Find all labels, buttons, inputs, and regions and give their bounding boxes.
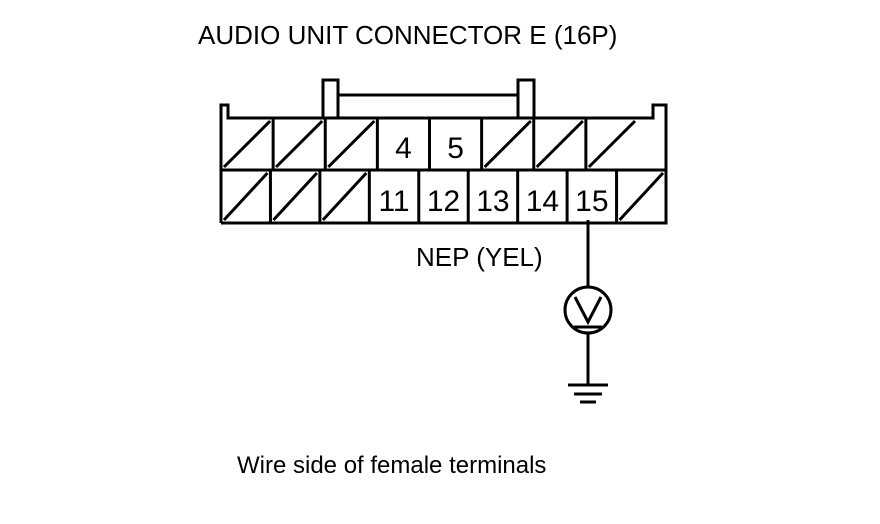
connector-housing bbox=[219, 78, 668, 225]
terminal-number: 11 bbox=[378, 185, 409, 218]
empty-cavity-slash bbox=[483, 119, 532, 169]
terminal-number: 4 bbox=[395, 132, 412, 165]
bottom-terminal-row: 11 12 13 14 15 bbox=[222, 170, 665, 223]
empty-cavity-slash bbox=[587, 119, 637, 169]
diagram-caption: Wire side of female terminals bbox=[237, 452, 547, 479]
empty-cavity-slash bbox=[618, 171, 665, 222]
terminal-number: 5 bbox=[447, 132, 464, 165]
empty-cavity-slash bbox=[222, 119, 272, 169]
empty-cavity-slash bbox=[535, 119, 584, 169]
empty-cavity-slash bbox=[275, 119, 324, 169]
connector-body bbox=[219, 103, 668, 225]
voltmeter-v-glyph bbox=[573, 296, 603, 326]
terminal-number: 12 bbox=[427, 185, 460, 218]
probe-circuit bbox=[563, 220, 613, 404]
empty-cavity-slash bbox=[321, 171, 368, 222]
terminal-number: 13 bbox=[476, 185, 509, 218]
connector-title: AUDIO UNIT CONNECTOR E (16P) bbox=[198, 20, 618, 50]
wire-label: NEP (YEL) bbox=[416, 242, 543, 272]
terminal-number: 14 bbox=[526, 185, 559, 218]
empty-cavity-slash bbox=[327, 119, 376, 169]
ground-icon bbox=[568, 383, 608, 404]
empty-cavity-slash bbox=[272, 171, 318, 222]
empty-cavity-slash bbox=[222, 171, 269, 222]
lock-tab bbox=[321, 78, 536, 118]
terminal-number: 15 bbox=[575, 185, 608, 218]
